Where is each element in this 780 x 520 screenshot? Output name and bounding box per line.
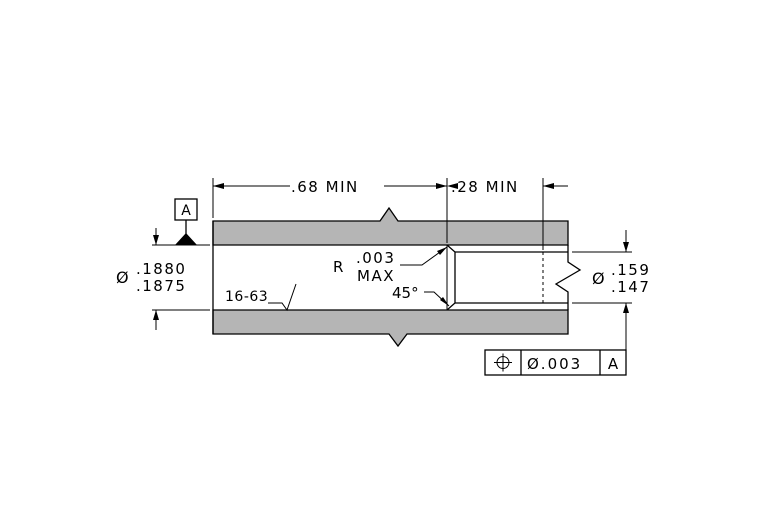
cb-diameter-lower: .147 <box>611 278 650 296</box>
arrowhead <box>153 310 159 320</box>
cb-diameter-symbol: Ø <box>592 269 605 288</box>
radius-qualifier: MAX <box>357 267 395 285</box>
bore-diameter-symbol: Ø <box>116 268 129 287</box>
position-icon <box>494 353 512 372</box>
datum-triangle <box>175 233 197 245</box>
arrowhead <box>543 183 554 189</box>
lower-wall-section <box>212 309 569 348</box>
arrowhead <box>440 297 449 306</box>
upper-wall-section <box>212 206 569 246</box>
fcf-datum: A <box>608 355 619 373</box>
chamfer-leader <box>424 291 450 307</box>
arrowhead <box>447 183 458 189</box>
cb-diameter-upper: .159 <box>611 261 650 279</box>
arrowhead <box>213 183 224 189</box>
radius-prefix: R <box>333 258 343 276</box>
bore-diameter-lower: .1875 <box>136 277 186 295</box>
counterbore-step <box>446 244 456 311</box>
arrowhead <box>437 247 447 255</box>
radius-leader <box>400 246 448 266</box>
arrowhead <box>153 235 159 245</box>
chamfer-angle: 45° <box>392 284 419 302</box>
arrowhead <box>623 303 629 313</box>
dim-length-counterbore: .28 MIN <box>451 178 519 196</box>
dim-length-bore: .68 MIN <box>291 178 359 196</box>
fcf-tolerance: Ø.003 <box>527 355 582 373</box>
right-break-line <box>554 245 582 310</box>
bore-diameter-upper: .1880 <box>136 260 186 278</box>
feature-control-frame: Ø.003 A <box>484 349 627 376</box>
datum-a-label: A <box>181 203 191 219</box>
surface-finish-value: 16-63 <box>225 289 268 305</box>
radius-value: .003 <box>356 249 395 267</box>
surface-finish-symbol <box>268 283 297 312</box>
arrowhead <box>436 183 447 189</box>
arrowhead <box>623 242 629 252</box>
